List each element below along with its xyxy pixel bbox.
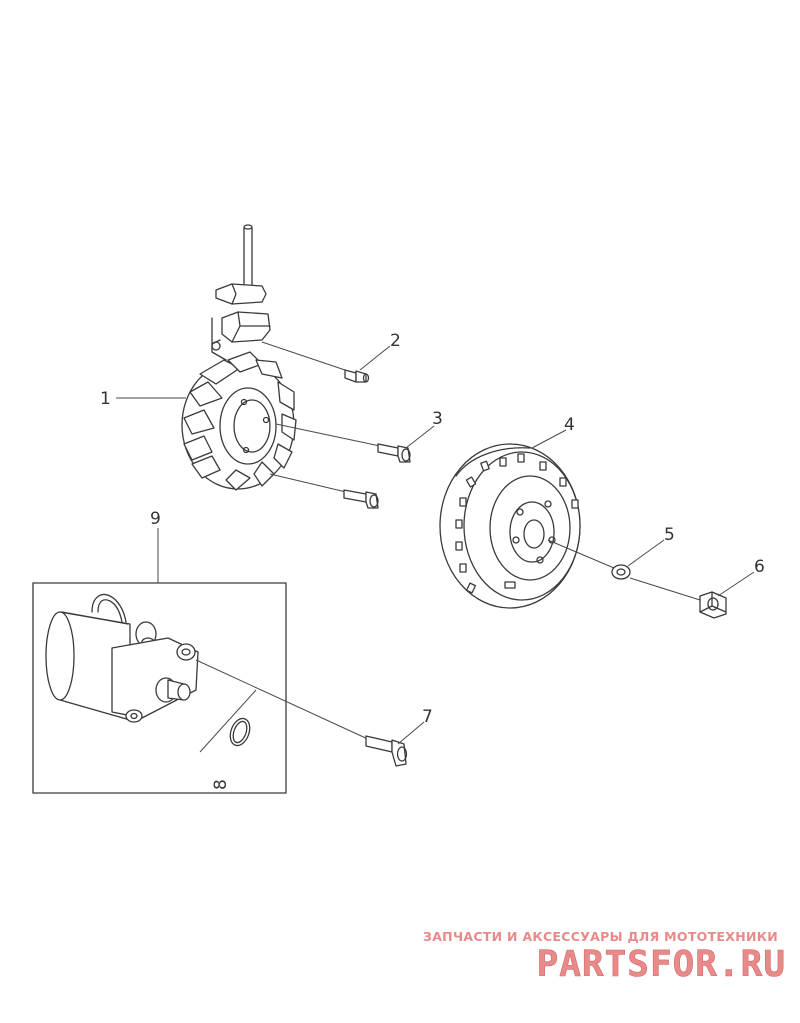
callout-6: 6 [754,557,765,577]
nut-6 [629,577,727,619]
leader-5 [627,539,665,567]
callout-8: 8 [211,779,231,790]
leader-2 [359,345,391,371]
callout-7: 7 [422,707,433,727]
starter-box [32,582,287,794]
o-ring-8 [229,717,251,747]
bolt-3-upper [275,423,411,463]
stator-assembly [181,224,297,491]
callout-5: 5 [664,525,675,545]
bolt-3-lower [269,473,379,509]
flywheel-rotor [439,443,581,609]
watermark: ЗАПЧАСТИ И АКСЕССУАРЫ ДЛЯ МОТОТЕХНИКИ PA… [423,929,786,985]
callout-9: 9 [150,509,161,529]
starter-motor [45,593,199,723]
callout-1: 1 [100,389,111,409]
leader-6 [717,571,755,597]
watermark-logo: PARTSFOR.RU [537,944,786,985]
bolt-2 [261,341,370,383]
bolt-7 [195,659,408,767]
watermark-tagline: ЗАПЧАСТИ И АКСЕССУАРЫ ДЛЯ МОТОТЕХНИКИ [423,929,778,944]
leader-8 [199,689,257,753]
washer-5 [547,539,631,580]
callout-4: 4 [564,415,575,435]
callout-2: 2 [390,331,401,351]
leader-4 [531,429,567,449]
leader-7 [397,721,425,745]
callout-3: 3 [432,409,443,429]
leader-3 [405,425,435,449]
